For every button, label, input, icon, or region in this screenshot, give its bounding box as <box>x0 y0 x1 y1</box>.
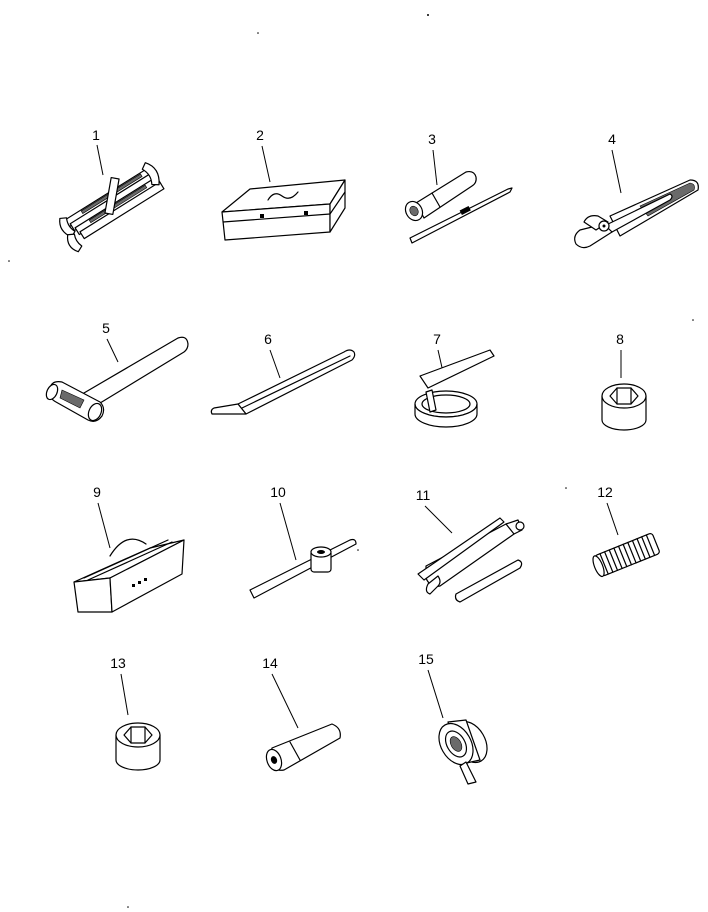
t-wrench-icon <box>249 538 357 599</box>
part-5: 5 <box>45 320 189 422</box>
part-number-label: 13 <box>110 655 126 671</box>
part-number-label: 7 <box>433 331 441 347</box>
part-11: 11 <box>416 487 525 603</box>
part-6: 6 <box>210 331 356 415</box>
part-number-label: 3 <box>428 131 436 147</box>
part-number-label: 5 <box>102 320 110 336</box>
part-2: 2 <box>221 127 346 241</box>
filter-wrench-icon <box>414 349 495 428</box>
part-number-label: 12 <box>597 484 613 500</box>
socket-icon <box>601 383 647 431</box>
part-1: 1 <box>59 127 165 253</box>
extension-socket-icon <box>265 723 341 772</box>
part-number-label: 9 <box>93 484 101 500</box>
tape-roll-icon <box>438 719 488 785</box>
part-3: 3 <box>404 131 513 244</box>
part-number-label: 2 <box>256 127 264 143</box>
part-15: 15 <box>418 651 488 785</box>
part-7: 7 <box>414 331 495 428</box>
part-number-label: 4 <box>608 131 616 147</box>
part-number-label: 14 <box>262 655 278 671</box>
part-number-label: 11 <box>416 487 431 503</box>
tool-bag-icon <box>73 538 185 613</box>
part-number-label: 6 <box>264 331 272 347</box>
part-number-label: 10 <box>270 484 286 500</box>
grease-gun-icon <box>417 517 525 603</box>
scan-specks <box>8 14 694 908</box>
part-14: 14 <box>262 655 341 772</box>
part-4: 4 <box>574 131 699 249</box>
wrench-set-icon <box>59 162 165 253</box>
hammer-icon <box>45 336 189 422</box>
part-8: 8 <box>601 331 647 431</box>
pry-bar-icon <box>210 349 356 415</box>
part-13: 13 <box>110 655 161 771</box>
part-10: 10 <box>249 484 357 599</box>
screwdriver-icon <box>404 170 513 244</box>
part-number-label: 1 <box>92 127 100 143</box>
part-12: 12 <box>592 484 660 578</box>
tool-box-icon <box>221 179 346 241</box>
spring-icon <box>592 533 660 578</box>
part-number-label: 15 <box>418 651 434 667</box>
pliers-icon <box>574 179 699 249</box>
socket-icon <box>115 722 161 771</box>
part-number-label: 8 <box>616 331 624 347</box>
part-9: 9 <box>73 484 185 613</box>
